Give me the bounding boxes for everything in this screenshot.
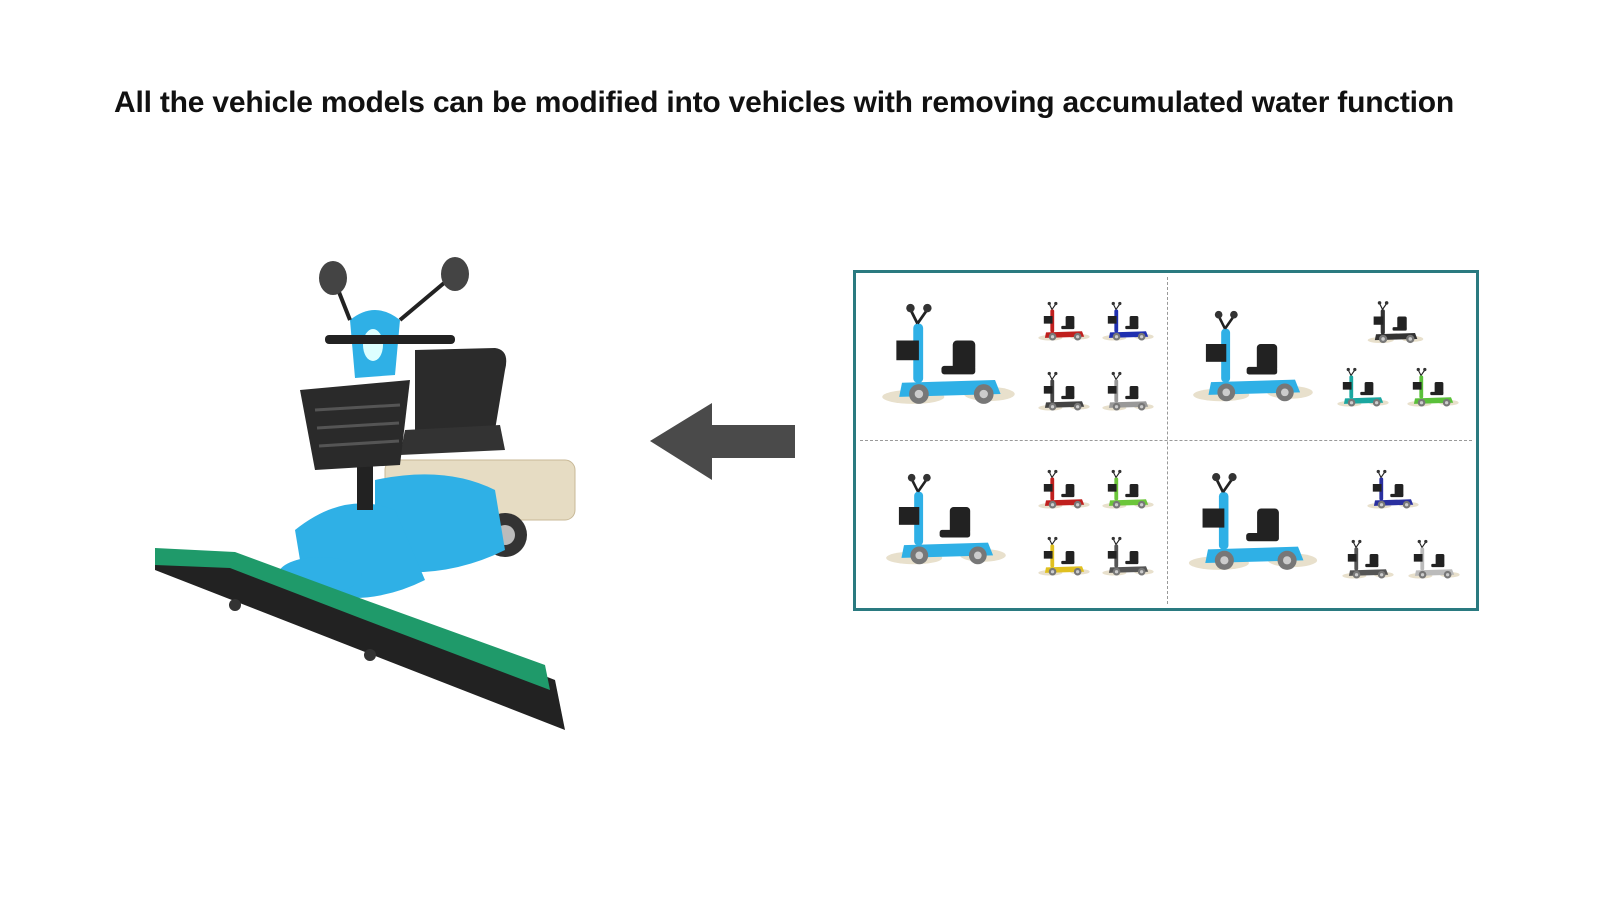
- vehicle-image: [1101, 301, 1155, 342]
- vehicle-image: [1187, 471, 1319, 572]
- vehicle-group-4: [1168, 441, 1476, 607]
- vehicle-image: [1037, 371, 1091, 412]
- vehicle-group-1: [856, 273, 1164, 439]
- vehicle-image: [884, 472, 1008, 566]
- vehicle-image: [880, 302, 1017, 406]
- vehicle-image: [1407, 539, 1461, 580]
- vehicle-image: [1406, 367, 1460, 408]
- vehicle-image: [1101, 371, 1155, 412]
- vehicle-models-panel: [853, 270, 1479, 611]
- vehicle-group-3: [856, 441, 1164, 607]
- vehicle-image: [1336, 367, 1390, 408]
- water-removal-scooter-image: [155, 257, 576, 730]
- vehicle-image: [1191, 309, 1315, 403]
- panel-divider-horizontal: [860, 440, 1472, 441]
- arrow-left-icon: [650, 403, 795, 480]
- vehicle-image: [1037, 301, 1091, 342]
- vehicle-image: [1101, 469, 1155, 510]
- vehicle-image: [1341, 539, 1395, 580]
- vehicle-image: [1037, 469, 1091, 510]
- vehicle-group-2: [1168, 273, 1476, 439]
- vehicle-image: [1101, 536, 1155, 577]
- vehicle-image: [1367, 300, 1424, 344]
- vehicle-image: [1366, 469, 1420, 510]
- page-title: All the vehicle models can be modified i…: [113, 86, 1455, 119]
- vehicle-image: [1037, 536, 1091, 577]
